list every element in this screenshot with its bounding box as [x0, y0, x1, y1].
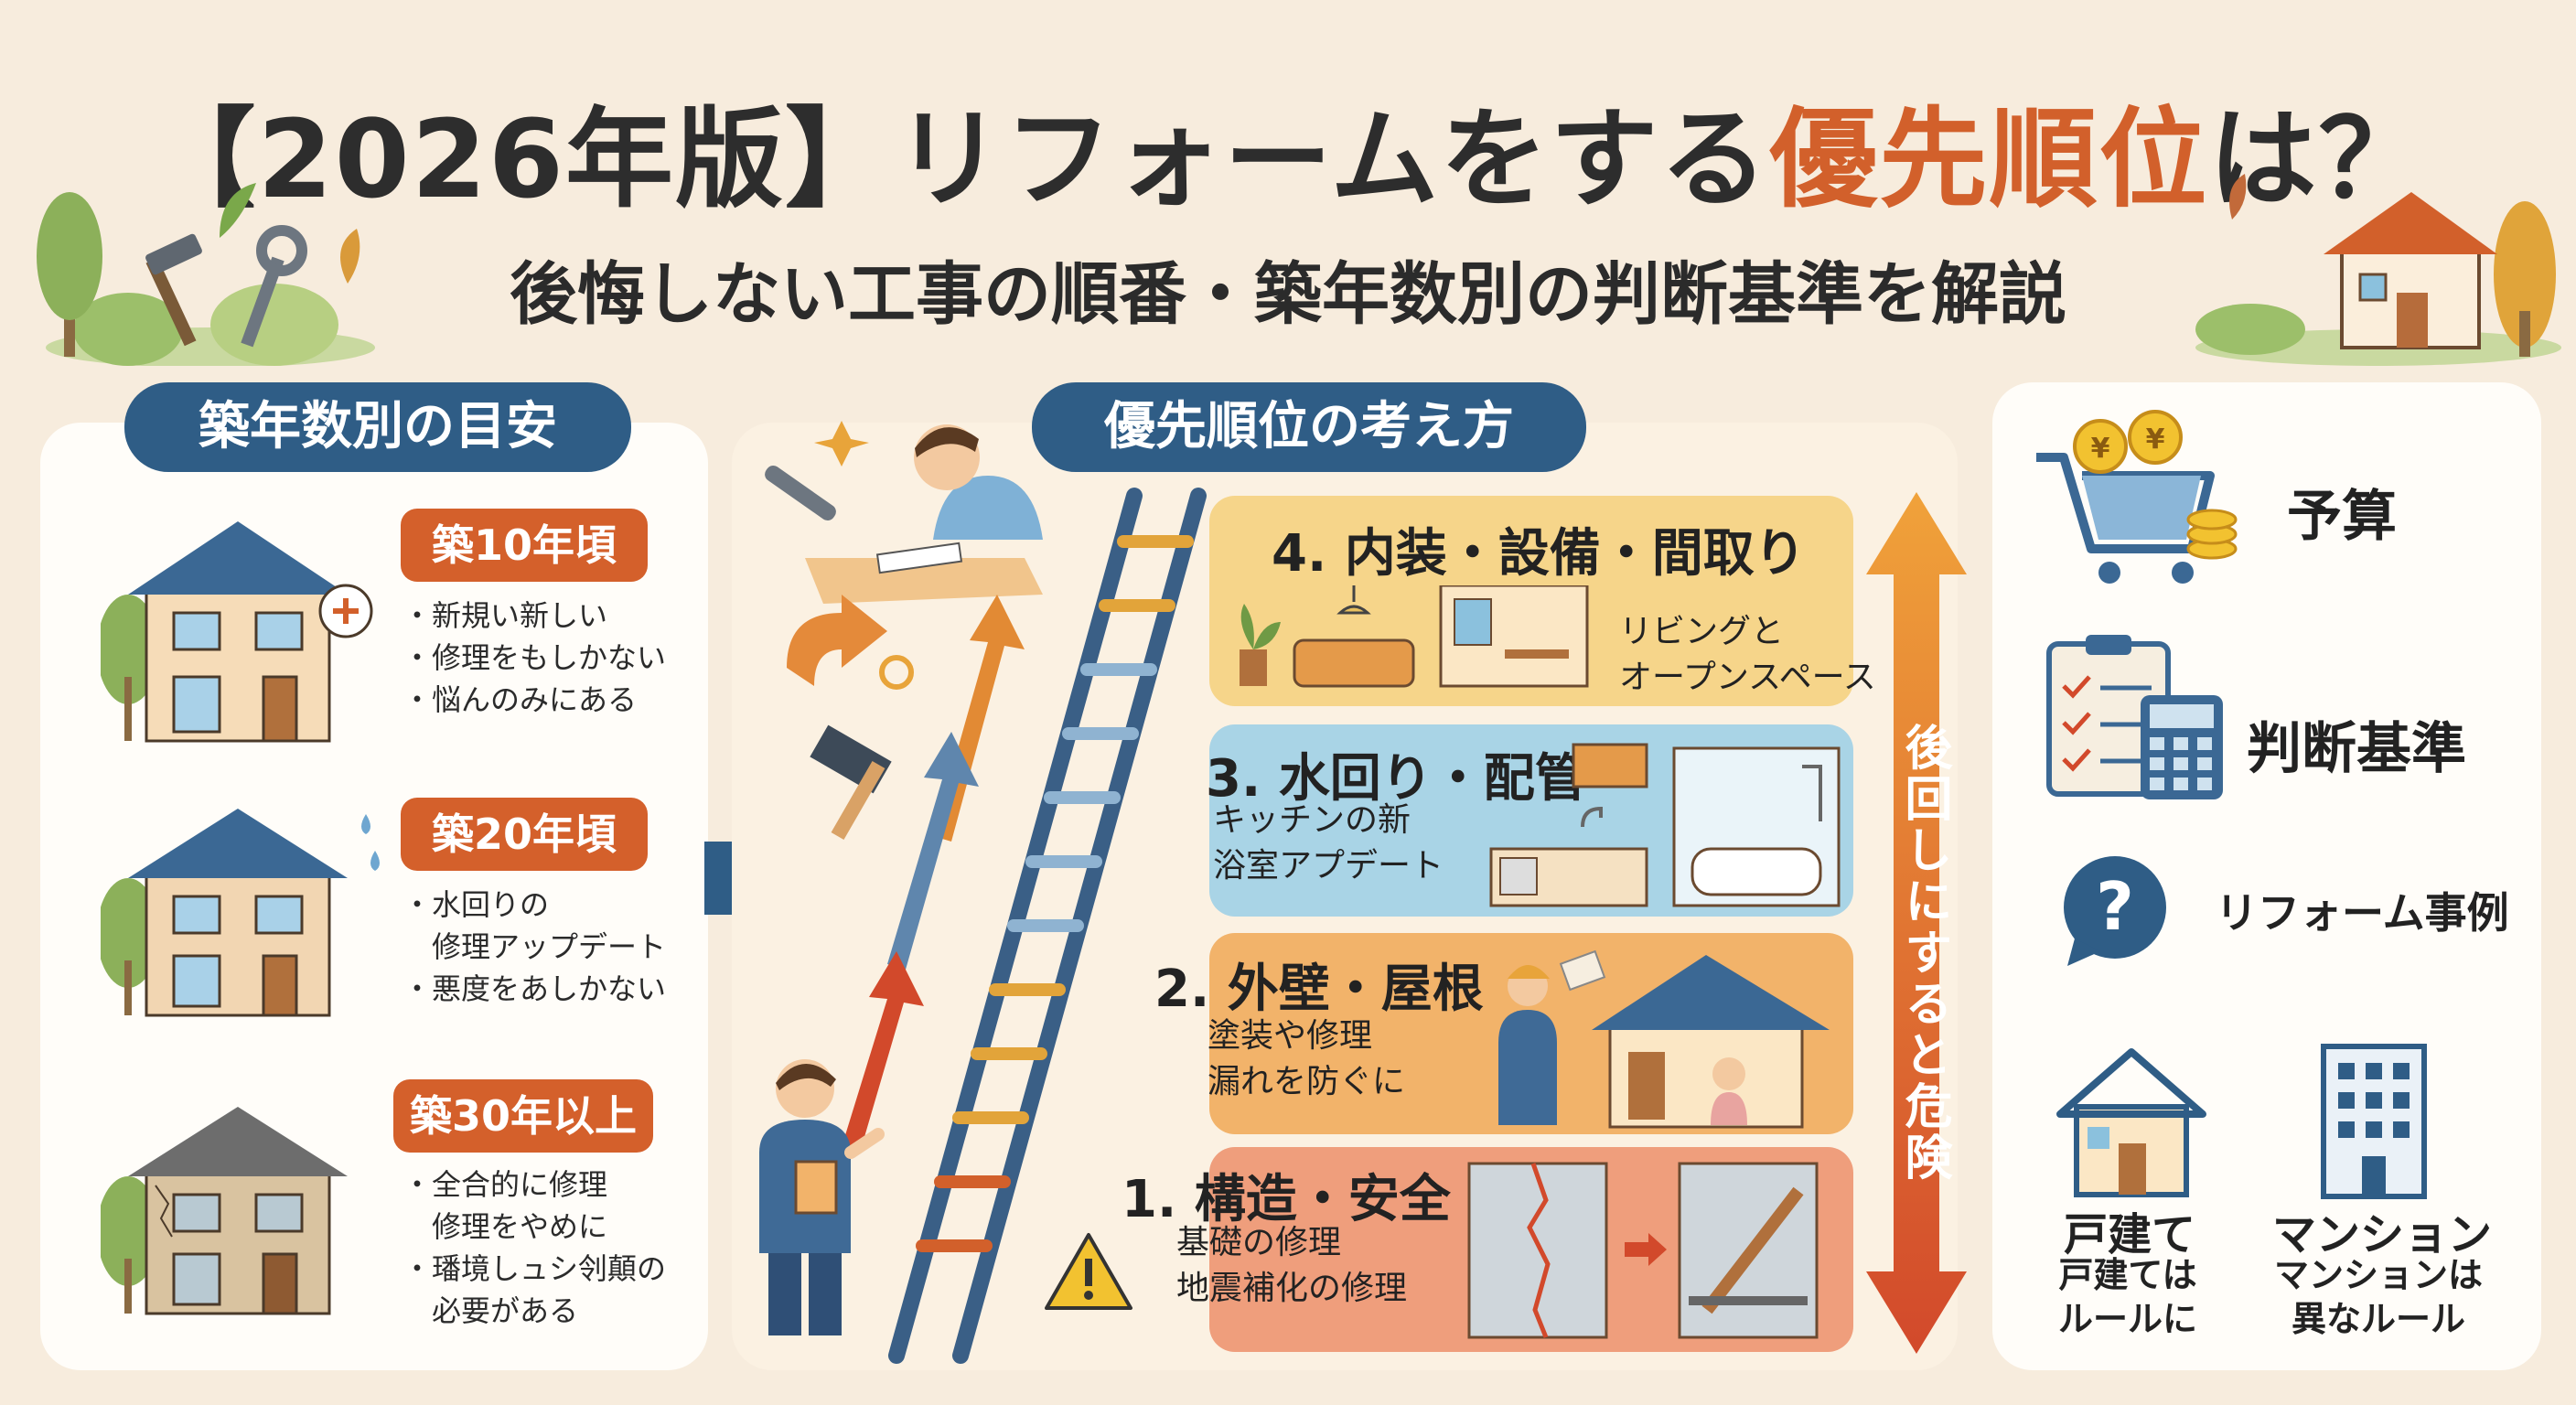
priority-1-text: 基礎の修理 地震補化の修理: [1176, 1220, 1407, 1312]
house-line: ルールに: [2057, 1299, 2197, 1339]
kitchen-bath-icon: [1489, 743, 1841, 907]
age-20-line: ・水回りの: [402, 887, 550, 922]
priority-4-line: リビングと: [1619, 613, 1785, 650]
priority-3-text: キッチンの新 浴室アプデート: [1213, 798, 1444, 889]
priority-1-line: 地震補化の修理: [1176, 1270, 1408, 1307]
criteria-label: 判断基準: [2247, 717, 2466, 781]
title-highlight: 優先順位: [1769, 96, 2209, 222]
priority-heading: 優先順位の考え方: [1032, 382, 1586, 472]
budget-label: 予算: [2287, 485, 2397, 549]
age-20-line: ・悪度をあしかない: [402, 971, 667, 1006]
page-title: 【2026年版】リフォームをする優先順位は？: [0, 71, 2576, 228]
age-20-list: ・水回りの 修理アップデート ・悪度をあしかない: [402, 884, 666, 1010]
question-symbol: ?: [2096, 868, 2134, 945]
priority-2-title: 2. 外壁・屋根: [1154, 960, 1484, 1019]
budget-cart-icon: ¥ ¥: [2036, 410, 2238, 584]
question-icon: ?: [2064, 856, 2166, 966]
worker-illustration: [759, 1059, 885, 1335]
house-line: 戸建ては: [2058, 1255, 2197, 1295]
interior-icon: [1240, 585, 1589, 688]
priority-2-text: 塗装や修理 漏れを防ぐに: [1208, 1014, 1405, 1105]
warning-icon: [1045, 1233, 1132, 1310]
foundation-repair-icon: [1467, 1162, 1819, 1339]
house-illustration: [2195, 174, 2561, 366]
ladder-illustration: [888, 488, 1207, 1364]
priority-3-title: 3. 水回り・配管: [1206, 749, 1586, 809]
mansion-line: 異なルール: [2291, 1299, 2465, 1339]
yen-symbol: ¥: [2091, 433, 2110, 465]
criteria-checklist-icon: [2046, 635, 2223, 799]
yen-symbol: ¥: [2146, 424, 2165, 456]
priority-3-line: 浴室アプデート: [1213, 847, 1444, 885]
upward-arrows-icon: [842, 595, 1025, 1153]
priority-3-line: キッチンの新: [1213, 801, 1411, 839]
age-10-label: 築10年頃: [401, 509, 648, 582]
age-10-list: ・新規い新しい ・修理をもしかない ・悩んのみにある: [402, 595, 666, 721]
exterior-icon: [1498, 949, 1830, 1129]
house-text: 戸建ては ルールに: [2045, 1253, 2210, 1341]
mansion-text: マンションは 異なルール: [2269, 1253, 2488, 1341]
house-10yr-icon: [101, 521, 373, 743]
mansion-title: マンション: [2272, 1209, 2493, 1260]
danger-arrow-icon: [1866, 492, 1967, 1354]
age-10-line: ・新規い新しい: [402, 598, 608, 633]
danger-label: 後回しにすると危険: [1896, 723, 1951, 1184]
title-prefix: 【2026年版】リフォームをする: [147, 96, 1770, 222]
mansion-line: マンションは: [2273, 1255, 2483, 1295]
title-suffix: は？: [2208, 96, 2429, 222]
priority-1-line: 基礎の修理: [1176, 1224, 1342, 1261]
age-30-line: ・全合的に修理: [402, 1167, 608, 1202]
priority-4-text: リビングと オープンスペース: [1619, 609, 1876, 701]
age-20-label: 築20年頃: [401, 798, 648, 871]
age-20-line: 修理アップデート: [402, 929, 667, 964]
priority-2-line: 漏れを防ぐに: [1208, 1063, 1406, 1100]
age-10-line: ・悩んのみにある: [402, 682, 638, 717]
priority-4-title: 4. 内装・設備・間取り: [1272, 524, 1806, 584]
priority-4-line: オープンスペース: [1619, 659, 1876, 696]
age-guide-heading: 築年数別の目安: [124, 382, 631, 472]
age-10-line: ・修理をもしかない: [402, 640, 667, 675]
tools-illustration: [37, 183, 375, 366]
age-30-list: ・全合的に修理 修理をやめに ・璠境しュシ刢顛の 必要がある: [402, 1164, 666, 1332]
age-30-line: 修理をやめに: [402, 1209, 608, 1244]
apartment-icon: [2321, 1044, 2427, 1199]
age-30-line: 必要がある: [402, 1293, 579, 1328]
priority-1-title: 1. 構造・安全: [1122, 1170, 1451, 1229]
house-title: 戸建て: [2064, 1209, 2196, 1260]
age-30-label: 築30年以上: [393, 1079, 653, 1153]
cases-label: リフォーム事例: [2216, 888, 2509, 938]
page-subtitle: 後悔しない工事の順番・築年数別の判断基準を解説: [510, 255, 2066, 334]
planner-illustration: [765, 421, 1043, 840]
house-20yr-icon: [101, 809, 380, 1017]
detached-house-icon: [2056, 1048, 2206, 1197]
age-30-line: ・璠境しュシ刢顛の: [402, 1251, 667, 1286]
house-30yr-icon: [101, 1107, 348, 1315]
priority-2-line: 塗装や修理: [1208, 1017, 1373, 1055]
